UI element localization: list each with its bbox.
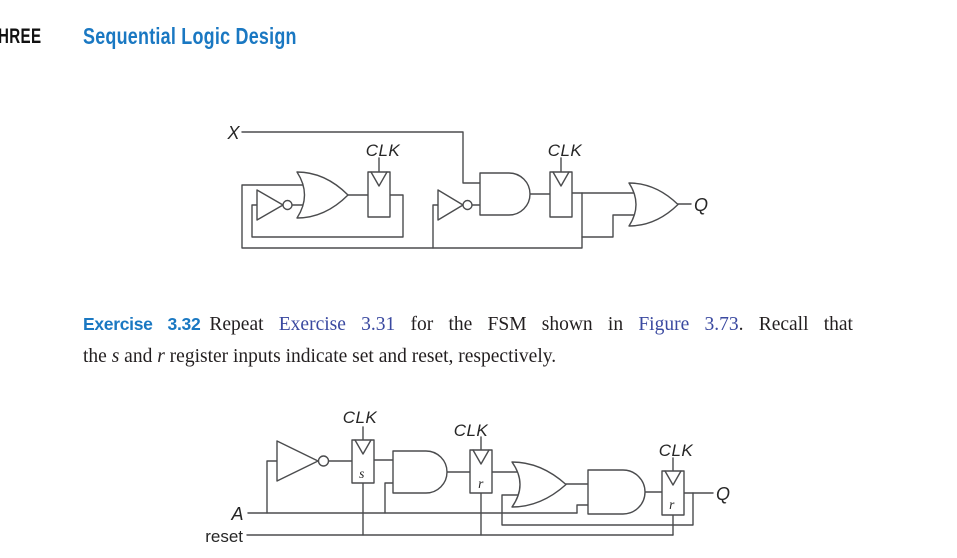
exercise-line-2: the s and r register inputs indicate set… — [83, 341, 853, 373]
clk-label: CLK — [343, 408, 378, 427]
body-text: register inputs indicate set and reset, … — [164, 346, 557, 367]
flip-flop — [549, 171, 573, 218]
wire-or2-bottom-in — [581, 214, 641, 238]
exercise-number: Exercise 3.32 — [83, 314, 201, 334]
wire-and2-bottom-in — [576, 504, 589, 514]
register-port-r: r — [669, 497, 675, 512]
not-bubble-icon — [462, 199, 473, 211]
wire-feedback-inner — [251, 194, 404, 238]
signal-label-x: X — [226, 123, 240, 143]
body-text: and — [119, 346, 158, 367]
body-text: Repeat — [209, 314, 279, 335]
clk-label: CLK — [548, 141, 583, 160]
clk-label: CLK — [454, 421, 489, 440]
flip-flop-r — [469, 449, 493, 494]
circuit2-wires — [246, 426, 714, 536]
chapter-label: HREE — [0, 25, 42, 48]
var-s: s — [111, 346, 120, 367]
clock-wedge-icon — [354, 439, 372, 455]
body-text: the — [83, 346, 112, 367]
signal-label-a: A — [230, 504, 244, 524]
and-gate — [587, 469, 646, 515]
wire-inverter-in — [266, 460, 278, 514]
signal-label-q: Q — [694, 195, 709, 215]
link-figure-3-73[interactable]: Figure 3.73 — [638, 314, 739, 335]
clk-label: CLK — [366, 141, 401, 160]
not-bubble-icon — [282, 199, 293, 211]
register-port-s: s — [359, 466, 365, 481]
flip-flop-r — [661, 470, 685, 516]
wire-feedback-outer — [241, 184, 583, 249]
clock-wedge-icon — [664, 470, 682, 486]
clock-wedge-icon — [370, 171, 388, 187]
clock-wedge-icon — [472, 449, 490, 465]
var-r: r — [157, 346, 165, 367]
register-port-r: r — [478, 476, 484, 491]
and-gate — [479, 172, 531, 216]
or-gate — [511, 461, 567, 508]
page-title: Sequential Logic Design — [83, 23, 297, 49]
exercise-line-1: Exercise 3.32 Repeat Exercise 3.31 for th… — [83, 308, 853, 341]
exercise-paragraph: Exercise 3.32 Repeat Exercise 3.31 for th… — [83, 308, 853, 373]
link-exercise-3-31[interactable]: Exercise 3.31 — [278, 314, 396, 335]
body-text: for the FSM shown in — [395, 314, 639, 335]
not-gate — [276, 440, 319, 482]
clk-label: CLK — [659, 441, 694, 460]
wire-and1-bottom-in — [384, 482, 394, 514]
and-gate — [392, 450, 448, 494]
or-gate — [296, 171, 349, 219]
or-gate — [628, 182, 679, 227]
flip-flop-s — [351, 439, 375, 484]
flip-flop — [367, 171, 391, 218]
clock-wedge-icon — [552, 171, 570, 187]
signal-label-q: Q — [716, 484, 731, 504]
wire-q-feedback — [501, 492, 694, 526]
body-text: . Recall that — [738, 314, 853, 335]
wire-not2-in — [432, 204, 439, 249]
circuit1-diagram: X CLK CLK Q — [226, 123, 709, 249]
circuit2-diagram: CLK CLK CLK s r r A reset Q — [205, 408, 730, 546]
not-gate — [256, 189, 284, 221]
wire-x-input — [241, 131, 482, 184]
not-gate — [437, 189, 464, 221]
not-bubble-icon — [317, 455, 330, 467]
signal-label-reset: reset — [205, 527, 243, 546]
